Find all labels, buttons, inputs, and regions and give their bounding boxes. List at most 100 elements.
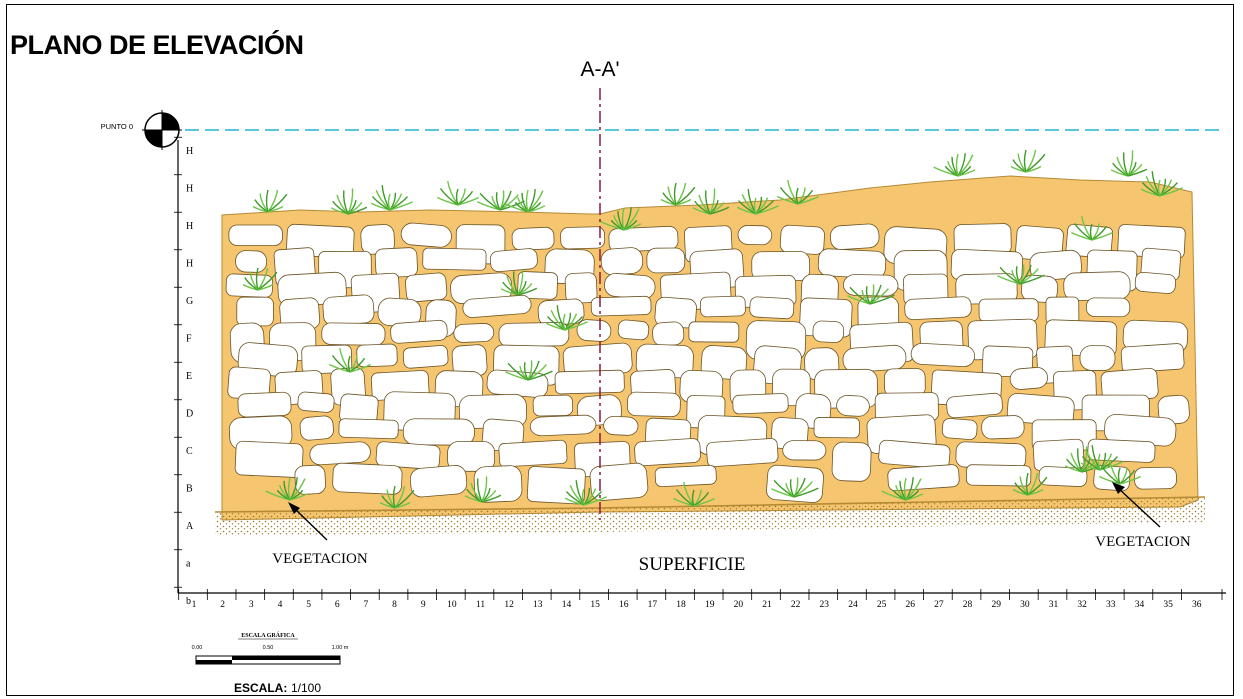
stone [1134,466,1177,490]
column-label: 17 [648,600,658,610]
stone [836,395,870,417]
grass-tuft [847,284,895,305]
column-label: 4 [278,600,283,610]
stone [1009,367,1048,390]
stone [576,319,612,342]
stone [235,250,268,273]
column-label: 30 [1020,600,1030,610]
stone [590,295,652,317]
column-label: 36 [1192,600,1202,610]
grass-tuft [1012,472,1048,496]
stone [374,247,418,279]
stone [489,248,538,273]
datum-marker [142,110,182,150]
scale-label: ESCALA: [234,681,287,695]
row-label: B [186,484,193,495]
row-label: F [186,334,192,345]
stone [486,369,549,398]
stone [646,247,686,274]
stone [813,417,860,439]
column-label: 23 [820,600,830,610]
vegetation-right-label: VEGETACION [1095,534,1191,550]
row-label: G [186,296,193,307]
grass-tuft [776,179,820,205]
vegetation-left-arrow [288,502,300,514]
row-label: C [186,446,193,457]
stone [321,322,386,346]
column-label: 19 [705,600,715,610]
stone [604,272,656,300]
stone [981,415,1025,440]
stone [405,272,448,303]
stone [842,344,907,373]
datum-label: PUNTO 0 [101,122,133,131]
column-label: 26 [906,600,916,610]
stone [473,465,523,503]
grass-tuft [379,485,415,509]
stone [782,440,827,461]
section-label: A-A' [580,58,619,81]
surface-label: SUPERFICIE [639,554,746,575]
column-label: 28 [963,600,973,610]
grass-tuft [500,269,538,296]
stone [812,320,845,343]
vegetation-right-leader [1117,487,1161,528]
scale-tick-2: 1.00 m [332,645,349,651]
grass-tuft [503,189,546,213]
scale-tick-1: 0.50 [263,645,274,651]
stone [409,465,468,498]
stone [779,224,825,255]
stone [1063,271,1131,302]
ground-surface [215,497,1205,536]
column-label: 8 [392,600,397,610]
drawing-frame [6,4,1234,696]
column-label: 12 [504,600,514,610]
scale-tick-0: 0.00 [192,645,203,651]
column-label: 31 [1049,600,1059,610]
row-label: a [186,559,191,570]
stone [1079,345,1116,371]
stone [322,294,375,326]
grass-tuft [1110,150,1148,177]
stone [878,439,951,469]
stone [356,343,398,368]
stone [299,415,334,441]
stone [831,441,872,482]
row-label: H [186,221,193,232]
stone [462,294,532,318]
column-label: 24 [848,600,858,610]
stone [603,416,639,436]
stone [654,464,717,487]
stone [817,248,887,279]
stone [560,226,606,250]
stone [941,418,978,440]
grass-tuft [242,267,278,291]
column-label: 35 [1163,600,1173,610]
column-label: 7 [364,600,369,610]
grass-tuft [1070,215,1114,241]
column-label: 25 [877,600,887,610]
stone [627,391,681,418]
stone [608,225,679,253]
stone [225,273,274,298]
stone [447,441,496,472]
grass-tuft [265,477,308,501]
column-label: 18 [676,600,686,610]
stone [699,295,746,318]
stone [966,464,1032,487]
stone [375,441,441,470]
column-label: 3 [249,600,254,610]
grass-tuft [660,182,696,206]
stone [749,296,795,320]
grass-tuft [997,264,1045,285]
stone [706,438,779,468]
stone [737,225,773,246]
vegetation-right-arrow [1112,482,1125,494]
scale-bar-title: ESCALA GRÁFICA [241,631,295,639]
stone [309,441,371,466]
grass-tuft [1010,149,1046,173]
stone [228,224,283,246]
column-label: 32 [1077,600,1087,610]
stone [843,274,899,297]
stone [402,345,449,369]
